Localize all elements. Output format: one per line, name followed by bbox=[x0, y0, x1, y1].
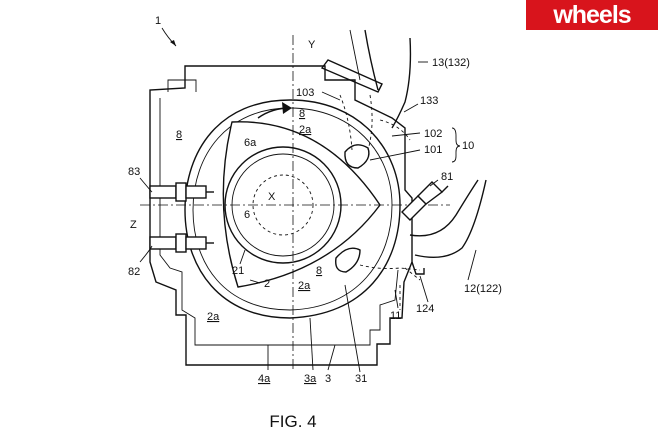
label-ref-8-bottom: 8 bbox=[316, 265, 322, 277]
label-ref-8-top: 8 bbox=[299, 108, 305, 120]
bracket-10 bbox=[451, 127, 461, 163]
exhaust-pipe bbox=[409, 179, 487, 258]
label-ref-10: 10 bbox=[462, 140, 474, 152]
label-ref-82: 82 bbox=[128, 266, 140, 278]
label-ref-2a-top: 2a bbox=[299, 124, 312, 136]
spark-plug-trailing bbox=[149, 233, 214, 253]
trochoid-chamber bbox=[184, 99, 401, 319]
leader-101 bbox=[369, 149, 421, 161]
leader-21 bbox=[239, 249, 246, 265]
rotor bbox=[222, 121, 381, 288]
leader-31 bbox=[344, 284, 361, 373]
intake-port-upper bbox=[344, 144, 370, 169]
label-axis-y: Y bbox=[308, 39, 316, 51]
fuel-injector-tip bbox=[441, 185, 449, 193]
exhaust-flange bbox=[411, 261, 425, 275]
label-ref-83: 83 bbox=[128, 166, 140, 178]
label-ref-12: 12(122) bbox=[464, 283, 502, 295]
leader-82 bbox=[139, 245, 153, 263]
label-ref-2a-left: 2a bbox=[207, 311, 220, 323]
label-ref-21: 21 bbox=[232, 265, 244, 277]
leader-12 bbox=[467, 249, 477, 281]
label-axis-z: Z bbox=[130, 219, 137, 231]
intake-duct bbox=[339, 94, 411, 151]
intake-pipe-inner bbox=[349, 29, 361, 81]
label-ref-81: 81 bbox=[441, 171, 453, 183]
label-ref-3a: 3a bbox=[304, 373, 317, 385]
label-ref-1: 1 bbox=[155, 15, 161, 27]
label-ref-103: 103 bbox=[296, 87, 314, 99]
wheels-logo-text: wheels bbox=[553, 1, 631, 29]
rotor-housing-outline bbox=[149, 65, 413, 366]
leader-2 bbox=[249, 279, 261, 284]
eccentric-shaft-hidden bbox=[252, 174, 314, 236]
leader-133 bbox=[403, 103, 419, 113]
spark-plug-leading bbox=[149, 182, 214, 202]
label-ref-3: 3 bbox=[325, 373, 331, 385]
label-ref-101: 101 bbox=[424, 144, 442, 156]
leader-124 bbox=[419, 275, 429, 303]
label-ref-102: 102 bbox=[424, 128, 442, 140]
label-ref-124: 124 bbox=[416, 303, 434, 315]
rotation-arrow-head bbox=[282, 102, 292, 114]
intake-port-lower bbox=[335, 247, 361, 273]
label-ref-133: 133 bbox=[420, 95, 438, 107]
wheels-logo: wheels bbox=[526, 0, 658, 30]
leader-arrow-1 bbox=[170, 40, 176, 46]
label-axis-x: X bbox=[268, 191, 276, 203]
leader-102 bbox=[391, 132, 421, 137]
exhaust-duct bbox=[359, 264, 421, 310]
housing-left-notch bbox=[167, 79, 197, 92]
leader-3a bbox=[309, 317, 314, 371]
label-ref-31: 31 bbox=[355, 373, 367, 385]
figure-caption: FIG. 4 bbox=[269, 412, 316, 431]
leader-103 bbox=[321, 91, 341, 101]
leader-83 bbox=[139, 177, 153, 193]
label-ref-6a: 6a bbox=[244, 137, 257, 149]
label-ref-6: 6 bbox=[244, 209, 250, 221]
intake-pipe-outer bbox=[364, 29, 412, 129]
housing-inner-step bbox=[159, 98, 399, 346]
intake-manifold bbox=[320, 59, 383, 93]
leader-11 bbox=[394, 289, 399, 309]
label-ref-2a-bottom: 2a bbox=[298, 280, 311, 292]
leader-3 bbox=[327, 344, 336, 371]
leader-81 bbox=[429, 179, 439, 187]
label-ref-4a: 4a bbox=[258, 373, 271, 385]
label-ref-2: 2 bbox=[264, 278, 270, 290]
label-ref-11: 11 bbox=[390, 310, 401, 322]
label-ref-8-left: 8 bbox=[176, 129, 182, 141]
label-ref-13: 13(132) bbox=[432, 57, 470, 69]
chamber-inner-wall bbox=[192, 107, 393, 311]
